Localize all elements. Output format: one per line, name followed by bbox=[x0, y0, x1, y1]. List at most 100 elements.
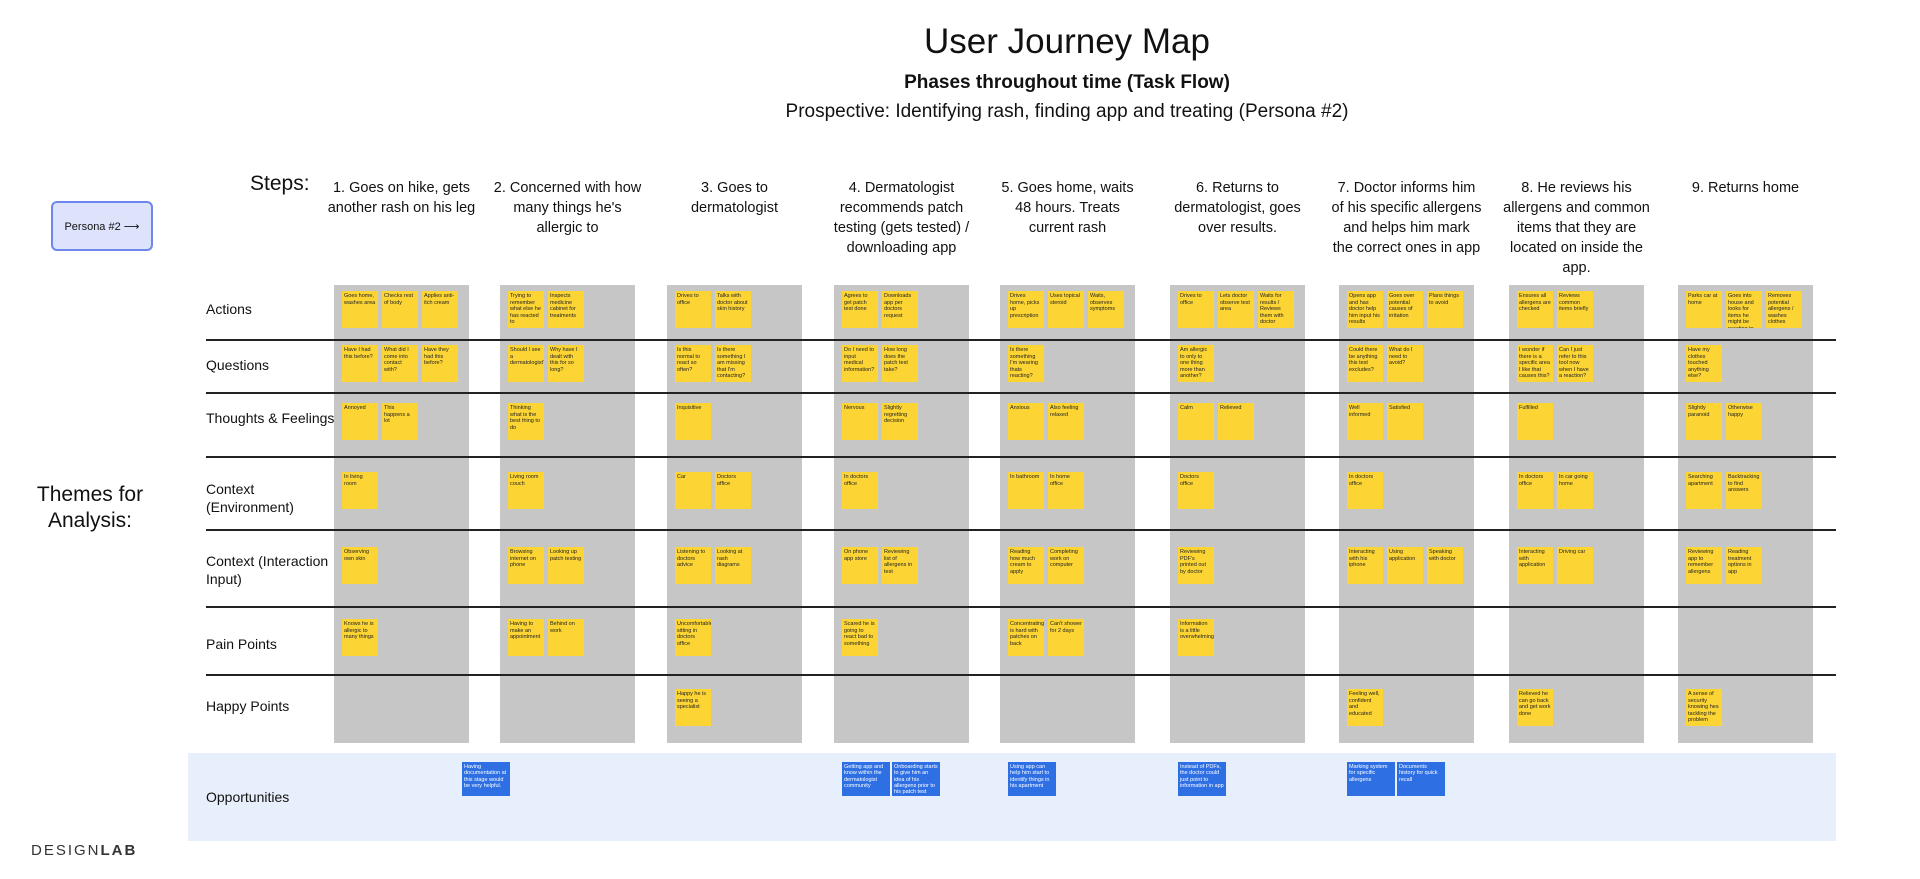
opportunities-label: Opportunities bbox=[206, 789, 290, 805]
sticky-note: Goes into house and looks for items he m… bbox=[1726, 291, 1762, 328]
sticky-note: Drives home, picks up prescription bbox=[1008, 291, 1044, 328]
designlab-logo: DESIGNLAB bbox=[31, 842, 138, 859]
sticky-note: Scared he is going to react bad to somet… bbox=[842, 619, 878, 656]
sticky-note: Reviewing PDF's printed out by doctor bbox=[1178, 547, 1214, 584]
row-label-4: Context (Environment) bbox=[206, 481, 294, 515]
sticky-note: In bathroom bbox=[1008, 472, 1044, 509]
sticky-note: Driving car bbox=[1557, 547, 1593, 584]
sticky-note: Can I just refer to this tool now when I… bbox=[1557, 345, 1593, 382]
sticky-note: Uses topical steroid bbox=[1048, 291, 1084, 328]
row-label-6: Pain Points bbox=[206, 636, 277, 652]
sticky-note: Slightly paranoid bbox=[1686, 403, 1722, 440]
sticky-note: Thinking what is the best thing to do bbox=[508, 403, 544, 440]
sticky-note: Nervous bbox=[842, 403, 878, 440]
row-label-1: Actions bbox=[206, 301, 252, 317]
sticky-note: Knows he is allergic to many things bbox=[342, 619, 378, 656]
sticky-note: Looking up patch testing bbox=[548, 547, 584, 584]
sticky-note: I wonder if there is a specific area I l… bbox=[1517, 345, 1553, 382]
sticky-note: Speaking with doctor bbox=[1427, 547, 1463, 584]
sticky-note: Have I had this before? bbox=[342, 345, 378, 382]
sticky-note: Uncomfortable sitting in doctors office bbox=[675, 619, 711, 656]
sticky-note: Opens app and has doctor help him input … bbox=[1347, 291, 1383, 328]
page-description: Prospective: Identifying rash, finding a… bbox=[785, 101, 1349, 122]
sticky-note: Calm bbox=[1178, 403, 1214, 440]
opportunity-note: Using app can help him start to identify… bbox=[1008, 762, 1056, 796]
opportunity-note: Getting app and know within the dermatol… bbox=[842, 762, 890, 796]
sticky-note: Using application bbox=[1387, 547, 1423, 584]
sticky-note: Doctors office bbox=[1178, 472, 1214, 509]
row-divider bbox=[206, 606, 1836, 608]
sticky-note: Anxious bbox=[1008, 403, 1044, 440]
sticky-note: Inquisitive bbox=[675, 403, 711, 440]
sticky-note: Have they had this before? bbox=[422, 345, 458, 382]
sticky-note: Drives to office bbox=[1178, 291, 1214, 328]
sticky-note: In living room bbox=[342, 472, 378, 509]
row-divider bbox=[206, 392, 1836, 394]
row-divider bbox=[206, 339, 1836, 341]
sticky-note: Completing work on computer bbox=[1048, 547, 1084, 584]
row-divider bbox=[206, 529, 1836, 531]
sticky-note: Plans things to avoid bbox=[1427, 291, 1463, 328]
sticky-note: Concentrating is hard with patches on ba… bbox=[1008, 619, 1044, 656]
sticky-note: In doctors office bbox=[842, 472, 878, 509]
sticky-note: Listening to doctors advice bbox=[675, 547, 711, 584]
opportunity-note: Documents history for quick recall bbox=[1397, 762, 1445, 796]
step-heading-9: 9. Returns home bbox=[1691, 180, 1800, 196]
step-heading-1: 1. Goes on hike, gets another rash on hi… bbox=[327, 180, 476, 216]
sticky-note: Reviewing app to remember allergens bbox=[1686, 547, 1722, 584]
steps-label: Steps: bbox=[250, 172, 310, 195]
persona-button[interactable]: Persona #2 ⟶ bbox=[51, 201, 153, 251]
sticky-note: Car bbox=[675, 472, 711, 509]
sticky-note: In doctors office bbox=[1347, 472, 1383, 509]
sticky-note: Do I need to input medical information? bbox=[842, 345, 878, 382]
sticky-note: Removes potential allergens / washes clo… bbox=[1766, 291, 1802, 328]
sticky-note: Doctors office bbox=[715, 472, 751, 509]
sticky-note: Well informed bbox=[1347, 403, 1383, 440]
opportunity-note: Instead of PDFs, the doctor could just p… bbox=[1178, 762, 1226, 796]
sticky-note: Fulfilled bbox=[1517, 403, 1553, 440]
sticky-note: Talks with doctor about skin history bbox=[715, 291, 751, 328]
sticky-note: Reading treatment options in app bbox=[1726, 547, 1762, 584]
opportunity-note: Onboarding starts to give him an idea of… bbox=[892, 762, 940, 796]
sticky-note: Is there something I am missing that I'm… bbox=[715, 345, 751, 382]
step-heading-3: 3. Goes to dermatologist bbox=[690, 180, 779, 216]
sticky-note: Living room couch bbox=[508, 472, 544, 509]
sticky-note: Waits for results / Reviews them with do… bbox=[1258, 291, 1294, 328]
step-heading-7: 7. Doctor informs him of his specific al… bbox=[1331, 180, 1482, 256]
sticky-note: Observing own skin bbox=[342, 547, 378, 584]
sticky-note: Relieved he can go back and get work don… bbox=[1517, 689, 1553, 726]
sticky-note: Goes home, washes area bbox=[342, 291, 378, 328]
sticky-note: Also feeling relaxed bbox=[1048, 403, 1084, 440]
sticky-note: Can't shower for 2 days bbox=[1048, 619, 1084, 656]
themes-label: Themes for Analysis: bbox=[36, 483, 144, 532]
sticky-note: In car going home bbox=[1557, 472, 1593, 509]
sticky-note: Is this normal to react so often? bbox=[675, 345, 711, 382]
step-heading-2: 2. Concerned with how many things he's a… bbox=[493, 180, 642, 236]
sticky-note: Reviews common items briefly bbox=[1557, 291, 1593, 328]
sticky-note: Browsing internet on phone bbox=[508, 547, 544, 584]
sticky-note: Backtracking to find answers bbox=[1726, 472, 1762, 509]
sticky-note: Am allergic to only to one thing more th… bbox=[1178, 345, 1214, 382]
sticky-note: Having to make an appointment bbox=[508, 619, 544, 656]
step-heading-4: 4. Dermatologist recommends patch testin… bbox=[833, 180, 970, 256]
row-divider bbox=[206, 456, 1836, 458]
sticky-note: Searching apartment bbox=[1686, 472, 1722, 509]
sticky-note: Parks car at home bbox=[1686, 291, 1722, 328]
sticky-note: In home office bbox=[1048, 472, 1084, 509]
sticky-note: Slightly regretting decision bbox=[882, 403, 918, 440]
sticky-note: Agrees to get patch test done bbox=[842, 291, 878, 328]
sticky-note: This happens a lot bbox=[382, 403, 418, 440]
sticky-note: Goes over potential causes of irritation bbox=[1387, 291, 1423, 328]
step-heading-6: 6. Returns to dermatologist, goes over r… bbox=[1174, 180, 1301, 236]
page-subtitle: Phases throughout time (Task Flow) bbox=[904, 72, 1230, 93]
sticky-note: Reading how much cream to apply bbox=[1008, 547, 1044, 584]
row-label-7: Happy Points bbox=[206, 698, 290, 714]
sticky-note: Satisfied bbox=[1387, 403, 1423, 440]
page-title: User Journey Map bbox=[924, 22, 1210, 61]
sticky-note: Drives to office bbox=[675, 291, 711, 328]
sticky-note: How long does the patch test take? bbox=[882, 345, 918, 382]
step-heading-5: 5. Goes home, waits 48 hours. Treats cur… bbox=[1001, 180, 1134, 236]
sticky-note: Information is a little overwhelming bbox=[1178, 619, 1214, 656]
sticky-note: What did I come into contact with? bbox=[382, 345, 418, 382]
sticky-note: Waits, observes symptoms bbox=[1088, 291, 1124, 328]
